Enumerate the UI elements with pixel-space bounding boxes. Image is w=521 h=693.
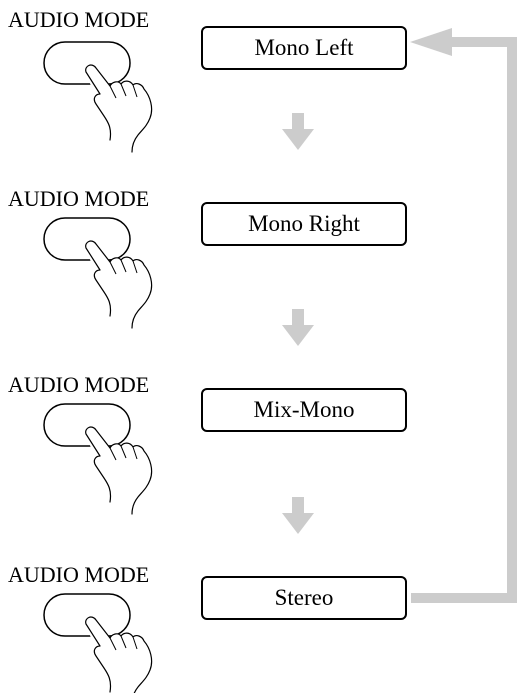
mode-label: Mix-Mono (253, 397, 355, 422)
audio-mode-button-icon (43, 217, 131, 261)
mode-label: Mono Left (254, 35, 354, 60)
button-label: AUDIO MODE (8, 186, 150, 211)
button-label: AUDIO MODE (8, 372, 150, 397)
audio-mode-button-icon (43, 593, 131, 637)
down-arrow-2 (282, 309, 314, 346)
audio-mode-button-icon (43, 41, 131, 85)
button-label: AUDIO MODE (8, 7, 150, 32)
mode-box-mono-right: Mono Right (201, 202, 407, 246)
down-arrow-3 (282, 497, 314, 534)
audio-mode-button-icon (43, 403, 131, 447)
mode-box-stereo: Stereo (201, 576, 407, 620)
mode-label: Mono Right (248, 211, 360, 236)
mode-box-mono-left: Mono Left (201, 26, 407, 70)
button-label: AUDIO MODE (8, 562, 150, 587)
loop-back-arrow (410, 28, 517, 603)
mode-label: Stereo (274, 585, 334, 610)
mode-box-mix-mono: Mix-Mono (201, 388, 407, 432)
down-arrow-1 (282, 113, 314, 150)
